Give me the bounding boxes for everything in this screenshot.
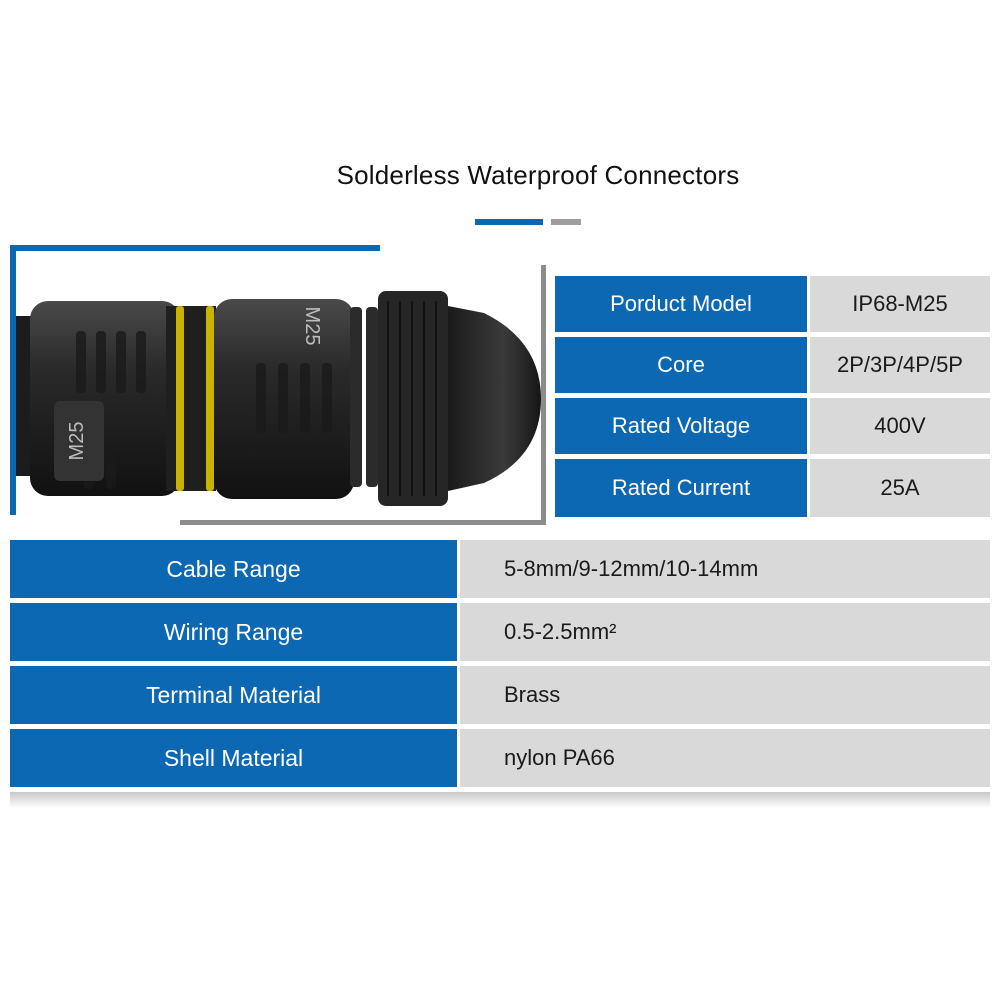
table-row: Rated Voltage 400V <box>555 398 990 454</box>
spec-value: IP68-M25 <box>810 276 990 332</box>
main-label: Cable Range <box>10 540 457 598</box>
spec-label: Core <box>555 337 807 393</box>
connector-illustration: M25 M25 <box>16 291 541 506</box>
table-row: Porduct Model IP68-M25 <box>555 276 990 332</box>
table-row: Wiring Range 0.5-2.5mm² <box>10 603 990 661</box>
main-label: Shell Material <box>10 729 457 787</box>
spec-value: 25A <box>810 459 990 517</box>
image-frame-top <box>10 245 380 251</box>
main-label: Wiring Range <box>10 603 457 661</box>
main-value: Brass <box>460 666 990 724</box>
table-row: Terminal Material Brass <box>10 666 990 724</box>
image-frame-left <box>10 245 16 515</box>
title-accent-gray <box>551 219 581 225</box>
spec-value: 2P/3P/4P/5P <box>810 337 990 393</box>
main-value: 0.5-2.5mm² <box>460 603 990 661</box>
yellow-ring-2 <box>206 306 214 491</box>
left-nut <box>30 301 180 496</box>
main-value: nylon PA66 <box>460 729 990 787</box>
connector-photo: M25 M25 <box>16 251 541 520</box>
table-row: Core 2P/3P/4P/5P <box>555 337 990 393</box>
bottom-shadow <box>10 792 990 808</box>
spec-label: Porduct Model <box>555 276 807 332</box>
spec-table: Porduct Model IP68-M25 Core 2P/3P/4P/5P … <box>555 276 990 522</box>
page-title: Solderless Waterproof Connectors <box>336 160 740 190</box>
table-row: Cable Range 5-8mm/9-12mm/10-14mm <box>10 540 990 598</box>
spec-label: Rated Current <box>555 459 807 517</box>
table-row: Shell Material nylon PA66 <box>10 729 990 787</box>
spec-value: 400V <box>810 398 990 454</box>
image-frame-right <box>541 265 546 525</box>
marking-right: M25 <box>301 307 323 346</box>
marking-left: M25 <box>66 422 88 461</box>
image-frame-bottom <box>180 520 546 525</box>
yellow-ring-1 <box>176 306 184 491</box>
main-spec-table: Cable Range 5-8mm/9-12mm/10-14mm Wiring … <box>10 540 990 792</box>
gland-dome <box>448 306 541 491</box>
title-accent-blue <box>475 219 543 225</box>
table-row: Rated Current 25A <box>555 459 990 517</box>
main-label: Terminal Material <box>10 666 457 724</box>
main-value: 5-8mm/9-12mm/10-14mm <box>460 540 990 598</box>
spec-label: Rated Voltage <box>555 398 807 454</box>
